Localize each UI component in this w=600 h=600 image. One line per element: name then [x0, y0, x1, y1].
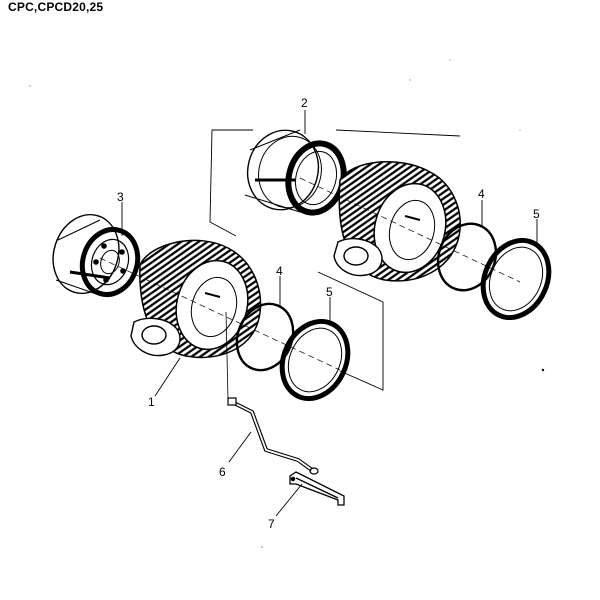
part-3-front-rim: [52, 213, 141, 297]
part-2-rear-rim: [244, 129, 347, 216]
callout-3: 3: [117, 190, 124, 204]
part-4-lock-ring-upper: [436, 222, 498, 292]
callout-7: 7: [268, 517, 275, 531]
diagram-title: CPC,CPCD20,25: [8, 0, 104, 14]
assembly-bracket: [209, 129, 461, 391]
part-6-valve-extension: [227, 397, 319, 475]
part-1-front-tire: [130, 239, 262, 359]
callout-4-upper: 4: [478, 187, 485, 201]
leader-lines: [121, 110, 538, 517]
part-1-rear-tire: [333, 161, 461, 282]
callout-4-lower: 4: [276, 264, 283, 278]
scan-specks: [29, 59, 545, 548]
callout-5-upper: 5: [533, 207, 540, 221]
callout-1: 1: [148, 395, 155, 409]
callout-5-lower: 5: [326, 285, 333, 299]
part-7-mounting-bracket: [289, 471, 345, 506]
part-5-side-ring-lower: [279, 318, 351, 402]
part-5-side-ring-upper: [480, 237, 552, 321]
valve-guide-line: [225, 311, 229, 401]
callout-2: 2: [301, 96, 308, 110]
center-axis-line: [99, 177, 521, 371]
callout-6: 6: [219, 465, 226, 479]
part-4-lock-ring-lower: [235, 302, 295, 372]
